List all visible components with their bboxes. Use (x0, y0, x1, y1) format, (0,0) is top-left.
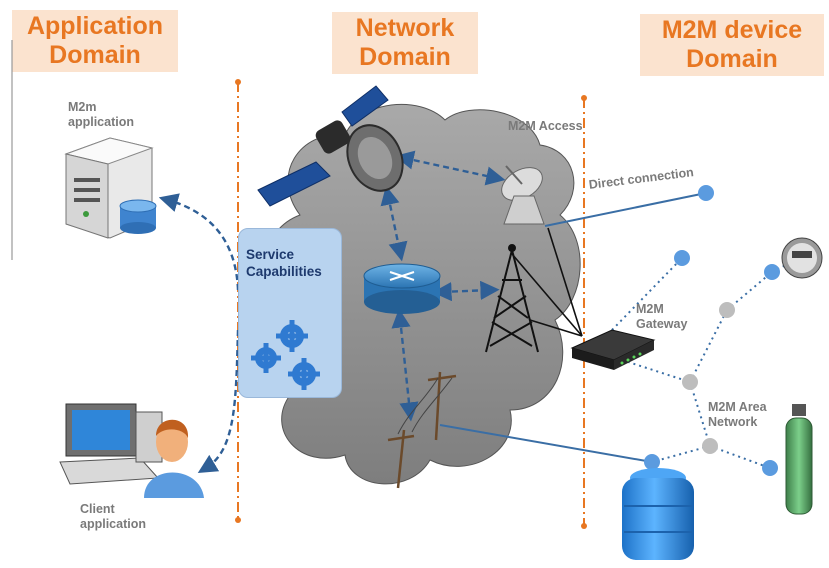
service-capabilities-label: Service Capabilities (246, 247, 322, 279)
area-network-links (611, 257, 801, 469)
device-domain-label: M2M device Domain (640, 14, 824, 76)
smart-meter-icon (781, 237, 823, 279)
router-icon (363, 263, 441, 314)
water-tank-icon (622, 468, 694, 560)
network-node (762, 460, 778, 476)
direct-connection-node (698, 185, 714, 201)
gas-cylinder-icon (785, 404, 813, 515)
m2m-application-label: M2m application (68, 100, 134, 129)
application-domain-label: Application Domain (12, 10, 178, 72)
gateway-modem-icon (570, 329, 656, 370)
client-application-label: Client application (80, 502, 146, 531)
client-computer-icon (59, 403, 204, 498)
service-capabilities-box (238, 228, 342, 398)
utility-pole-icon (387, 371, 457, 489)
network-domain-label: Network Domain (332, 12, 478, 74)
relay-node (702, 438, 718, 454)
cloud-links (511, 227, 583, 337)
relay-node (682, 374, 698, 390)
m2m-area-network-label: M2M Area Network (708, 400, 767, 429)
gears-icon (251, 320, 320, 390)
m2m-gateway-label: M2M Gateway (636, 302, 688, 331)
relay-node (719, 302, 735, 318)
direct-links (439, 192, 707, 463)
radio-tower-icon (485, 244, 539, 353)
server-icon (64, 137, 157, 239)
network-node (764, 264, 780, 280)
m2m-access-label: M2M Access (508, 119, 583, 133)
network-node (644, 454, 660, 470)
satellite-dish-icon (501, 165, 545, 225)
satellite-icon (257, 85, 404, 207)
network-node (674, 250, 690, 266)
dashed-arrows (158, 150, 506, 473)
